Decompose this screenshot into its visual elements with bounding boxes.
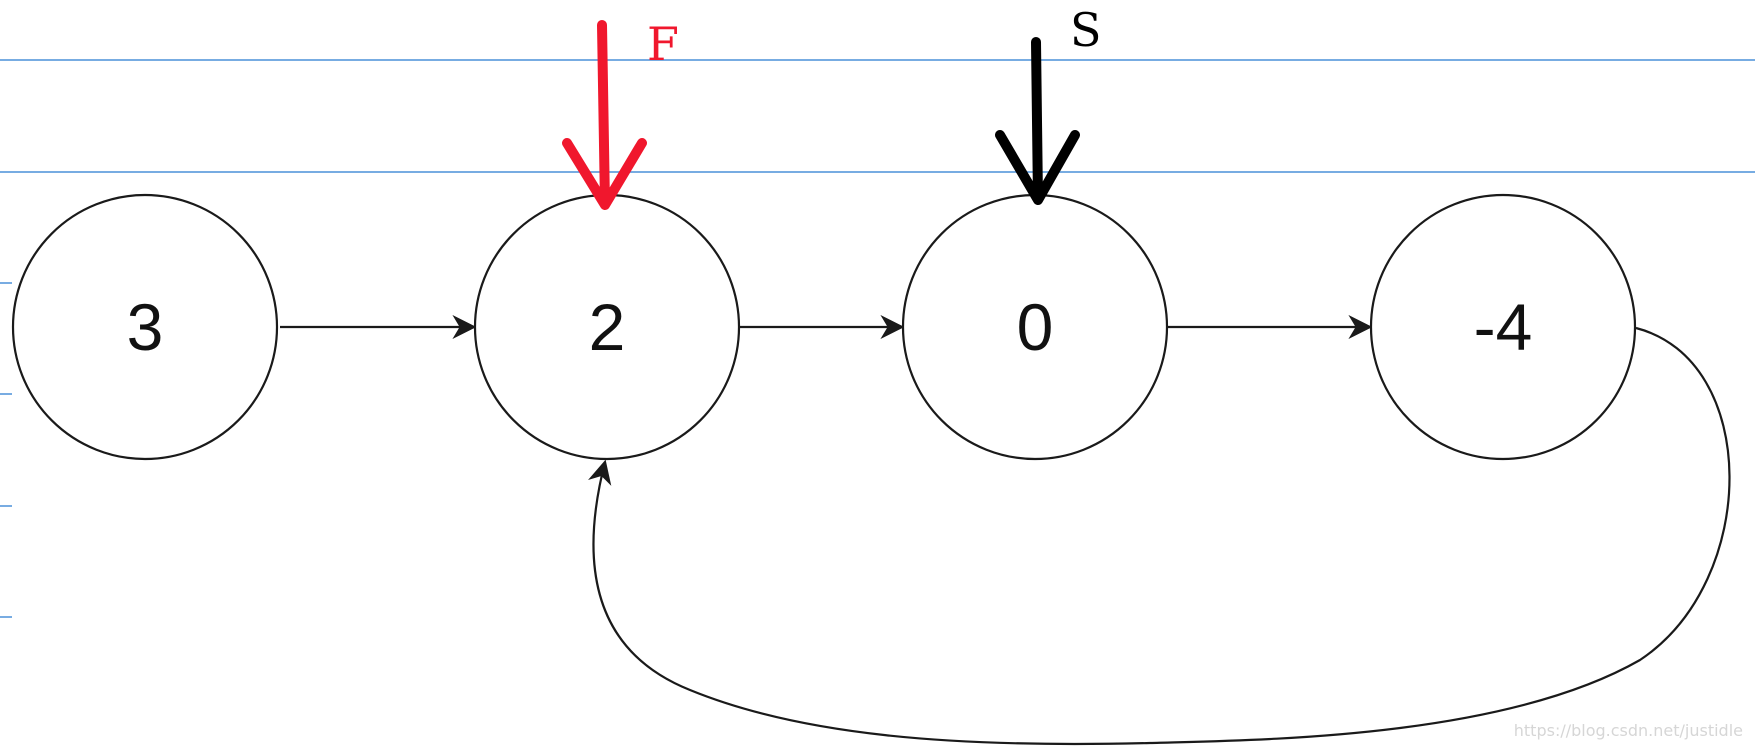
node-label: 0: [1017, 290, 1054, 364]
edges: [280, 315, 1731, 746]
node-neg4: -4: [1369, 193, 1637, 461]
edge-cycle-neg4-to-2: [588, 326, 1731, 746]
watermark-text: https://blog.csdn.net/justidle: [1513, 721, 1743, 740]
node-0: 0: [901, 193, 1169, 461]
nodes: 3 2 0 -4: [11, 193, 1637, 461]
slow-pointer-label: S: [1070, 3, 1102, 57]
slow-pointer: S: [995, 3, 1102, 205]
slow-pointer-arrow: [995, 37, 1080, 205]
node-2: 2: [473, 193, 741, 461]
rule-lines: [0, 59, 1755, 618]
node-circle: [1369, 193, 1637, 461]
node-label: 2: [589, 290, 626, 364]
fast-pointer-label: F: [647, 17, 679, 71]
node-3: 3: [11, 193, 279, 461]
fast-pointer-arrow: [562, 20, 647, 210]
node-circle: [11, 193, 279, 461]
node-label: -4: [1474, 290, 1533, 364]
node-label: 3: [127, 290, 164, 364]
fast-pointer: F: [562, 17, 679, 210]
